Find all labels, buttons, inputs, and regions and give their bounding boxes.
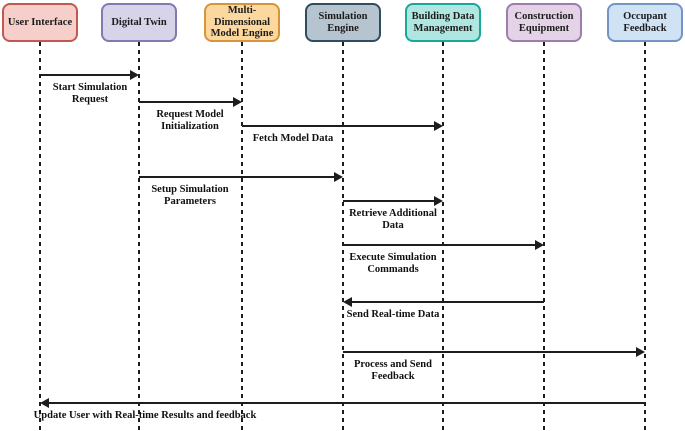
- message-line-4: [139, 176, 335, 178]
- message-label-line: Start Simulation: [52, 82, 128, 93]
- lifeline-building-data-management: [442, 42, 444, 431]
- message-label-line: Feedback: [371, 371, 415, 382]
- actor-label-line: Construction: [514, 11, 574, 22]
- actor-label-line: Model Engine: [210, 28, 274, 40]
- message-line-7: [351, 301, 544, 303]
- message-line-6: [343, 244, 536, 246]
- message-label-3: Fetch Model Data: [253, 133, 333, 145]
- actor-label-line: Engine: [327, 22, 359, 34]
- arrowhead-icon: [535, 240, 544, 250]
- lifeline-digital-twin: [138, 42, 140, 431]
- actor-label-line: Occupant: [623, 11, 667, 22]
- actor-label-line: User Interface: [7, 16, 73, 28]
- arrowhead-icon: [434, 121, 443, 131]
- message-label-line: Update User with Real-time Results and f…: [33, 410, 257, 421]
- message-label-line: Initialization: [161, 121, 219, 132]
- message-label-line: Send Real-time Data: [346, 309, 440, 320]
- actor-label-line: Simulation: [318, 11, 368, 22]
- actor-label-line: Equipment: [518, 22, 570, 34]
- actor-box-user-interface: User Interface: [2, 3, 78, 42]
- lifeline-user-interface: [39, 42, 41, 431]
- message-label-line: Data: [382, 220, 404, 231]
- arrowhead-icon: [334, 172, 343, 182]
- message-line-1: [40, 74, 131, 76]
- actor-label-line: Multi-: [227, 5, 257, 17]
- message-label-9: Update User with Real-time Results and f…: [34, 410, 257, 422]
- actor-label-line: Feedback: [623, 22, 667, 34]
- message-label-line: Request: [71, 94, 109, 105]
- arrowhead-icon: [130, 70, 139, 80]
- actor-box-digital-twin: Digital Twin: [101, 3, 177, 42]
- message-line-3: [242, 125, 435, 127]
- message-label-line: Setup Simulation: [151, 184, 229, 195]
- message-line-8: [343, 351, 637, 353]
- message-label-line: Commands: [367, 264, 419, 275]
- arrowhead-icon: [636, 347, 645, 357]
- message-label-line: Execute Simulation: [349, 252, 437, 263]
- message-label-line: Process and Send: [354, 359, 432, 370]
- message-label-7: Send Real-time Data: [347, 309, 440, 321]
- arrowhead-icon: [343, 297, 352, 307]
- actor-label-line: Management: [413, 22, 473, 34]
- arrowhead-icon: [40, 398, 49, 408]
- message-line-9: [48, 402, 645, 404]
- actor-label-line: Digital Twin: [111, 16, 167, 28]
- arrowhead-icon: [434, 196, 443, 206]
- message-label-line: Fetch Model Data: [252, 133, 334, 144]
- message-line-5: [343, 200, 435, 202]
- message-label-line: Retrieve Additional: [349, 208, 437, 219]
- message-label-line: Request Model: [156, 109, 224, 120]
- message-line-2: [139, 101, 234, 103]
- lifeline-simulation-engine: [342, 42, 344, 431]
- lifeline-multi-dimensional-model-engine: [241, 42, 243, 431]
- arrowhead-icon: [233, 97, 242, 107]
- lifeline-occupant-feedback: [644, 42, 646, 431]
- actor-label-line: Dimensional: [213, 16, 270, 28]
- lifeline-construction-equipment: [543, 42, 545, 431]
- message-label-line: Parameters: [164, 196, 216, 207]
- actor-label-line: Building Data: [411, 11, 475, 22]
